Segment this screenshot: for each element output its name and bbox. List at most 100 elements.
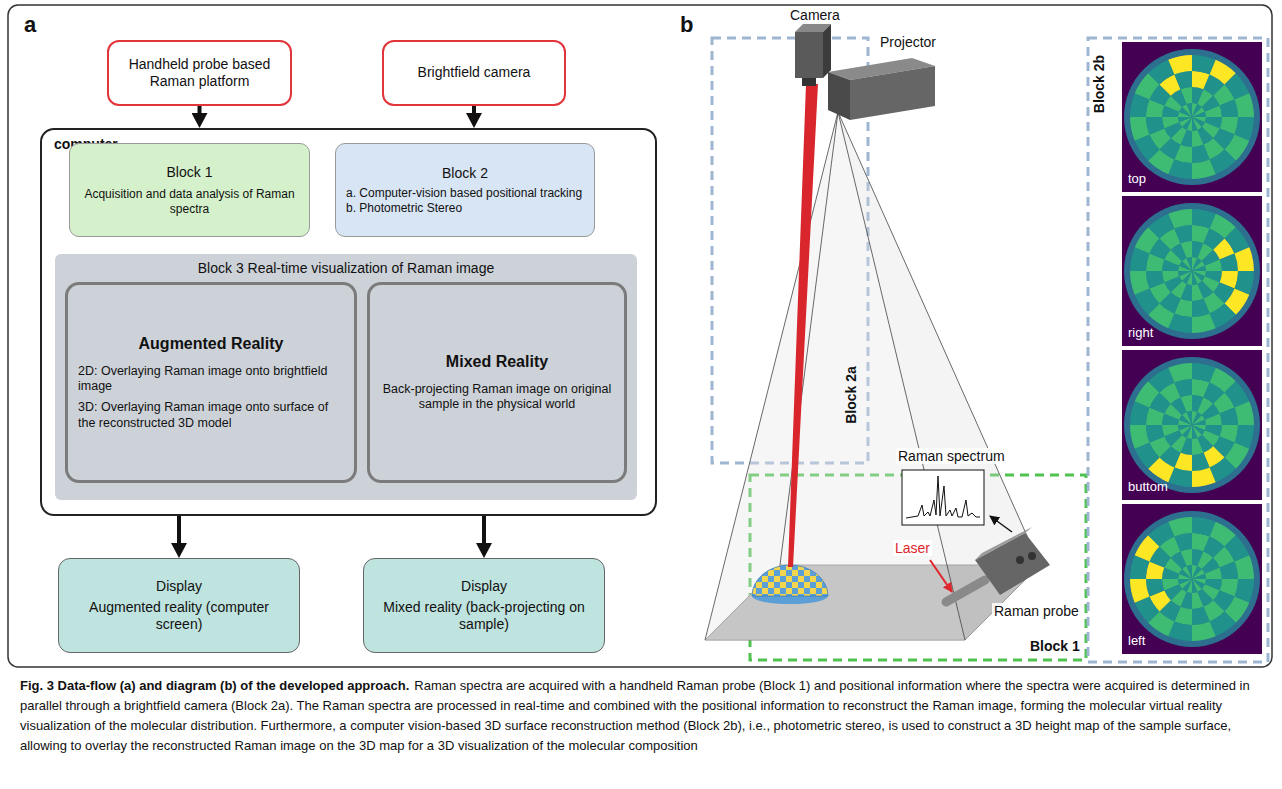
box-heading: Mixed Reality: [446, 352, 548, 372]
block-box: Block 2a. Computer-vision based position…: [335, 143, 595, 237]
dome-segment: [1130, 579, 1150, 603]
dome-segment: [1187, 103, 1192, 117]
dome-segment: [1178, 425, 1192, 430]
reality-box: Mixed RealityBack-projecting Raman image…: [367, 282, 627, 483]
spectrum-line: [906, 476, 980, 518]
dome-segment: [1168, 55, 1192, 75]
dome-segment: [1162, 271, 1179, 282]
dome-segment: [1146, 117, 1164, 135]
figure-caption: Fig. 3 Data-flow (a) and diagram (b) of …: [20, 676, 1262, 756]
dome-segment: [1192, 592, 1203, 609]
dome-segment: [1181, 395, 1192, 412]
dome-segment: [1192, 425, 1197, 439]
dome-segment: [1205, 260, 1222, 271]
part-label: Raman spectrum: [896, 448, 1007, 464]
dome-segment: [1178, 579, 1192, 584]
dome-segment: [1192, 607, 1210, 625]
dome-segment: [1192, 574, 1206, 579]
caption-title: Fig. 3 Data-flow (a) and diagram (b) of …: [20, 678, 409, 693]
dome-sample: [752, 565, 828, 596]
stereo-image: [1122, 350, 1262, 500]
probe-connector: [1028, 552, 1036, 560]
camera-symbol: [823, 24, 831, 78]
spectrum-arrow: [990, 516, 1012, 532]
dome-segment: [1162, 117, 1179, 128]
dome-segment: [1192, 130, 1203, 147]
part-label: Raman probe: [992, 603, 1081, 619]
box-heading: Display: [156, 578, 202, 595]
block-label: Block 2b: [1091, 55, 1107, 113]
dome-segment: [1220, 99, 1238, 117]
input-box: Handheld probe based Raman platform: [107, 40, 292, 106]
dome-segment: [1192, 145, 1210, 163]
dome-segment: [1130, 425, 1150, 449]
stereo-image: [1122, 504, 1262, 654]
box-heading: Display: [461, 578, 507, 595]
box-text: Back-projecting Raman image on original …: [380, 382, 614, 413]
laser-arrow: [930, 560, 952, 592]
part-label: Projector: [880, 34, 936, 50]
dome-segment: [1146, 425, 1164, 443]
projector-symbol: [828, 72, 850, 120]
dome-segment: [1192, 284, 1203, 301]
camera-symbol: [795, 32, 823, 78]
image-ground: [1122, 350, 1262, 500]
dome-segment: [1174, 71, 1192, 89]
flow-arrow: [472, 106, 476, 114]
input-box: Brightfield camera: [382, 40, 566, 106]
dome-rim: [1124, 511, 1260, 647]
stereo-image: [1122, 42, 1262, 192]
dome-segment: [1234, 93, 1254, 117]
block-band: Block 3 Real-time visualization of Raman…: [55, 254, 637, 500]
dome-rim: [1124, 203, 1260, 339]
flow-arrow: [198, 106, 202, 114]
probe-connector: [1016, 556, 1024, 564]
image-ground: [1122, 196, 1262, 346]
image-label: left: [1128, 634, 1145, 649]
box-heading: Augmented Reality: [139, 334, 284, 354]
dome-segment: [1181, 241, 1192, 258]
dome-segment: [1174, 379, 1192, 397]
reality-box: Augmented Reality 2D: Overlaying Raman im…: [65, 282, 357, 483]
box-heading: Block 3 Real-time visualization of Raman…: [55, 260, 637, 277]
camera-lens: [802, 78, 816, 86]
display-box: DisplayMixed reality (back-projecting on…: [363, 558, 605, 653]
box-text: 2D: Overlaying Raman image onto brightfi…: [78, 364, 344, 395]
block-label: Block 1: [1030, 638, 1080, 654]
photometric-images: [1122, 42, 1262, 654]
dome-segment: [1220, 407, 1238, 425]
dashed-region: [1088, 38, 1268, 662]
dome-segment: [1192, 579, 1197, 593]
dome-segment: [1205, 106, 1222, 117]
image-label: right: [1128, 326, 1153, 341]
dome-segment: [1205, 414, 1222, 425]
dome-segment: [1192, 299, 1210, 317]
image-ground: [1122, 42, 1262, 192]
dome-rim: [1124, 357, 1260, 493]
spectrum-inset: [902, 470, 984, 525]
dome-segment: [1181, 549, 1192, 566]
dome-segment: [1130, 117, 1150, 141]
dome-segment: [1234, 247, 1254, 271]
dome-segment: [1174, 533, 1192, 551]
box-text: Mixed reality (back-projecting on sample…: [374, 599, 594, 633]
block-box: Block 1Acquisition and data analysis of …: [69, 143, 310, 237]
dome-segment: [1168, 517, 1192, 537]
box-heading: Brightfield camera: [418, 64, 531, 81]
laser-beam: [788, 84, 818, 567]
raman-probe: [975, 527, 1032, 560]
dome-segment: [1187, 257, 1192, 271]
panel-label: a: [24, 12, 36, 37]
dome-segment: [1162, 579, 1179, 590]
dome-segment: [1187, 565, 1192, 579]
panel-label: b: [680, 12, 693, 37]
part-label: Camera: [790, 7, 840, 23]
dome-segment: [1192, 438, 1203, 455]
dome-rim: [1124, 49, 1260, 185]
dome-segment: [1174, 225, 1192, 243]
figure-frame: [8, 5, 1272, 667]
flow-arrow: [177, 516, 181, 544]
dome-segment: [1192, 453, 1210, 471]
block-label: Block 2a: [843, 366, 859, 424]
